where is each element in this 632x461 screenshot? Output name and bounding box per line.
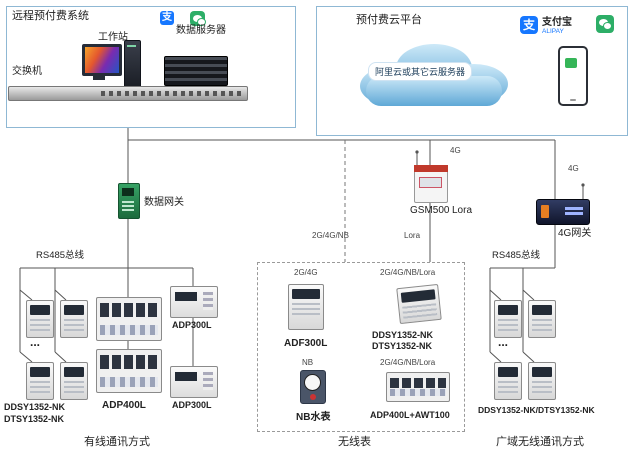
meter-icon xyxy=(26,362,54,400)
meter-icon xyxy=(528,362,556,400)
adf300l-meter-icon xyxy=(288,284,324,330)
adp300l-top-label: ADP300L xyxy=(172,320,212,330)
adp300l-bottom-label: ADP300L xyxy=(172,400,212,410)
gsm500-icon xyxy=(414,165,448,203)
cloud-server-label: 阿里云或其它云服务器 xyxy=(368,62,473,81)
adp400l-label: ADP400L xyxy=(102,400,146,411)
wechat-icon xyxy=(596,15,614,33)
alipay-icon-small: 支 xyxy=(160,11,174,25)
local-system-box xyxy=(6,6,296,128)
rs485-left-label: RS485总线 xyxy=(36,250,85,261)
workstation-tower-icon xyxy=(124,40,141,92)
alipay-sub-label: ALIPAY xyxy=(542,28,564,35)
adp400l-device-icon xyxy=(96,297,162,341)
left-meter-label-2: DTSY1352-NK xyxy=(4,414,65,424)
wechat-icon-small xyxy=(190,11,205,26)
wan-meters-label: DDSY1352-NK/DTSY1352-NK xyxy=(478,405,595,415)
adf300l-label: ADF300L xyxy=(284,338,328,349)
rs485-right-label: RS485总线 xyxy=(492,250,541,261)
data-server-label: 数据服务器 xyxy=(176,25,226,36)
wireless-drop-label: 2G/4G/NB xyxy=(312,231,349,240)
left-meter-label-1: DDSY1352-NK xyxy=(4,402,66,412)
local-system-title: 远程预付费系统 xyxy=(12,10,89,22)
left-ellipsis: ... xyxy=(30,335,41,349)
alipay-icon: 支 xyxy=(520,16,538,34)
cell-tag: 2G/4G xyxy=(294,268,318,277)
cell-tag: NB xyxy=(302,358,314,367)
adp300l-device-icon xyxy=(170,366,218,398)
gsm-lora-drop-label: Lora xyxy=(404,231,421,240)
nb-water-meter-icon xyxy=(300,370,326,404)
meter-icon xyxy=(26,300,54,338)
wan-caption: 广域无线通讯方式 xyxy=(496,436,584,448)
alipay-name-label: 支付宝 xyxy=(542,17,572,28)
gsm500-label: GSM500 xyxy=(410,205,450,216)
cell-tag: 2G/4G/NB/Lora xyxy=(380,268,436,277)
network-switch-icon xyxy=(8,86,248,101)
data-server-icon xyxy=(164,56,228,86)
switch-label: 交换机 xyxy=(12,66,42,77)
nb-water-meter-label: NB水表 xyxy=(296,412,331,423)
right-ellipsis: ... xyxy=(498,335,509,349)
cell-tag: 2G/4G/NB/Lora xyxy=(380,358,436,367)
ddsy-meter-icon xyxy=(396,283,442,325)
workstation-label: 工作站 xyxy=(98,32,128,43)
meter-icon xyxy=(494,362,522,400)
ddsy-label-line2: DTSY1352-NK xyxy=(372,341,433,351)
data-gateway-label: 数据网关 xyxy=(144,197,184,208)
meter-icon xyxy=(494,300,522,338)
gateway-4g-label: 4G网关 xyxy=(558,228,592,239)
cloud-platform-title: 预付费云平台 xyxy=(356,14,422,26)
right-4g-label: 4G xyxy=(568,164,579,173)
wired-caption: 有线通讯方式 xyxy=(84,436,150,448)
meter-icon xyxy=(60,362,88,400)
gsm-4g-label: 4G xyxy=(450,146,461,155)
adp400l-device-icon xyxy=(96,349,162,393)
monitor-stand-icon xyxy=(93,76,105,80)
gsm-lora-right-label: Lora xyxy=(452,205,473,216)
meter-icon xyxy=(528,300,556,338)
workstation-monitor-icon xyxy=(82,44,122,76)
wireless-caption: 无线表 xyxy=(338,436,371,448)
smartphone-icon xyxy=(558,46,588,106)
ddsy-label-line1: DDSY1352-NK xyxy=(372,330,434,340)
adp400l-awt100-label: ADP400L+AWT100 xyxy=(370,410,450,420)
meter-icon xyxy=(60,300,88,338)
data-gateway-icon xyxy=(118,183,140,219)
adp400l-awt100-icon xyxy=(386,372,450,402)
adp300l-device-icon xyxy=(170,286,218,318)
gateway-4g-icon xyxy=(536,199,590,225)
